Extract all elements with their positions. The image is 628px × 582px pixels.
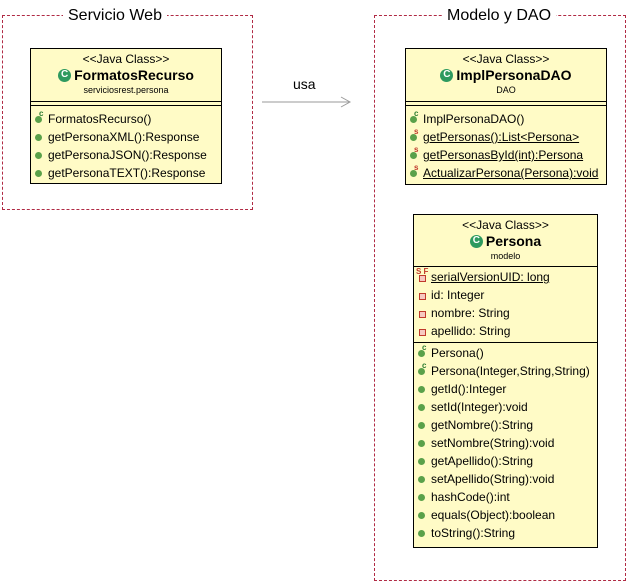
method-item[interactable]: getId():Integer xyxy=(416,380,597,398)
divider xyxy=(31,105,221,106)
public-method-icon xyxy=(416,527,429,540)
package-title: Modelo y DAO xyxy=(442,6,557,26)
method-item[interactable]: getApellido():String xyxy=(416,452,597,470)
public-method-icon xyxy=(416,401,429,414)
method-item[interactable]: getNombre():String xyxy=(416,416,597,434)
class-name-text: Persona xyxy=(485,233,542,249)
method-item[interactable]: toString():String xyxy=(416,524,597,542)
public-method-icon xyxy=(416,419,429,432)
association-label: usa xyxy=(293,76,316,92)
field-item[interactable]: apellido: String xyxy=(416,322,597,340)
method-item[interactable]: setId(Integer):void xyxy=(416,398,597,416)
constructor-icon: c xyxy=(416,361,429,378)
method-item[interactable]: setApellido(String):void xyxy=(416,470,597,488)
constructor-icon: c xyxy=(416,343,429,360)
class-c-icon: C xyxy=(469,234,483,248)
field-item[interactable]: id: Integer xyxy=(416,286,597,304)
method-item[interactable]: hashCode():int xyxy=(416,488,597,506)
static-method-icon: s xyxy=(408,127,421,144)
class-package: serviciosrest.persona xyxy=(83,85,169,95)
constructor-icon: c xyxy=(408,109,421,126)
constructor-icon: c xyxy=(33,109,46,126)
method-item[interactable]: getPersonaJSON():Response xyxy=(33,146,221,164)
class-c-icon: C xyxy=(440,68,454,82)
public-method-icon xyxy=(416,455,429,468)
divider xyxy=(414,266,597,267)
divider xyxy=(31,101,221,102)
private-field-icon xyxy=(416,325,429,338)
public-method-icon xyxy=(416,437,429,450)
method-item[interactable]: getPersonaTEXT():Response xyxy=(33,164,221,182)
public-method-icon xyxy=(416,509,429,522)
field-item[interactable]: nombre: String xyxy=(416,304,597,322)
divider xyxy=(406,101,606,102)
class-c-icon: C xyxy=(58,68,72,82)
class-stereotype: <<Java Class>> xyxy=(82,52,170,66)
static-method-icon: s xyxy=(408,145,421,162)
method-item[interactable]: setNombre(String):void xyxy=(416,434,597,452)
class-stereotype: <<Java Class>> xyxy=(462,52,550,66)
class-name-text: FormatosRecurso xyxy=(74,67,194,83)
public-method-icon xyxy=(416,491,429,504)
divider xyxy=(406,105,606,106)
private-field-icon xyxy=(416,307,429,320)
class-name-text: ImplPersonaDAO xyxy=(456,67,572,83)
method-item[interactable]: equals(Object):boolean xyxy=(416,506,597,524)
public-method-icon xyxy=(33,131,46,144)
static-final-field-icon: S F xyxy=(416,267,429,284)
divider xyxy=(414,342,597,343)
method-item[interactable]: getPersonaXML():Response xyxy=(33,128,221,146)
public-method-icon xyxy=(33,167,46,180)
package-servicio-web: Servicio Web xyxy=(2,6,253,210)
class-stereotype: <<Java Class>> xyxy=(462,218,549,232)
public-method-icon xyxy=(416,383,429,396)
package-modelo-dao: Modelo y DAO xyxy=(374,6,626,581)
static-method-icon: s xyxy=(408,163,421,180)
private-field-icon xyxy=(416,289,429,302)
public-method-icon xyxy=(33,149,46,162)
public-method-icon xyxy=(416,473,429,486)
class-package: DAO xyxy=(496,85,516,95)
class-package: modelo xyxy=(490,251,521,261)
package-title: Servicio Web xyxy=(63,6,167,26)
